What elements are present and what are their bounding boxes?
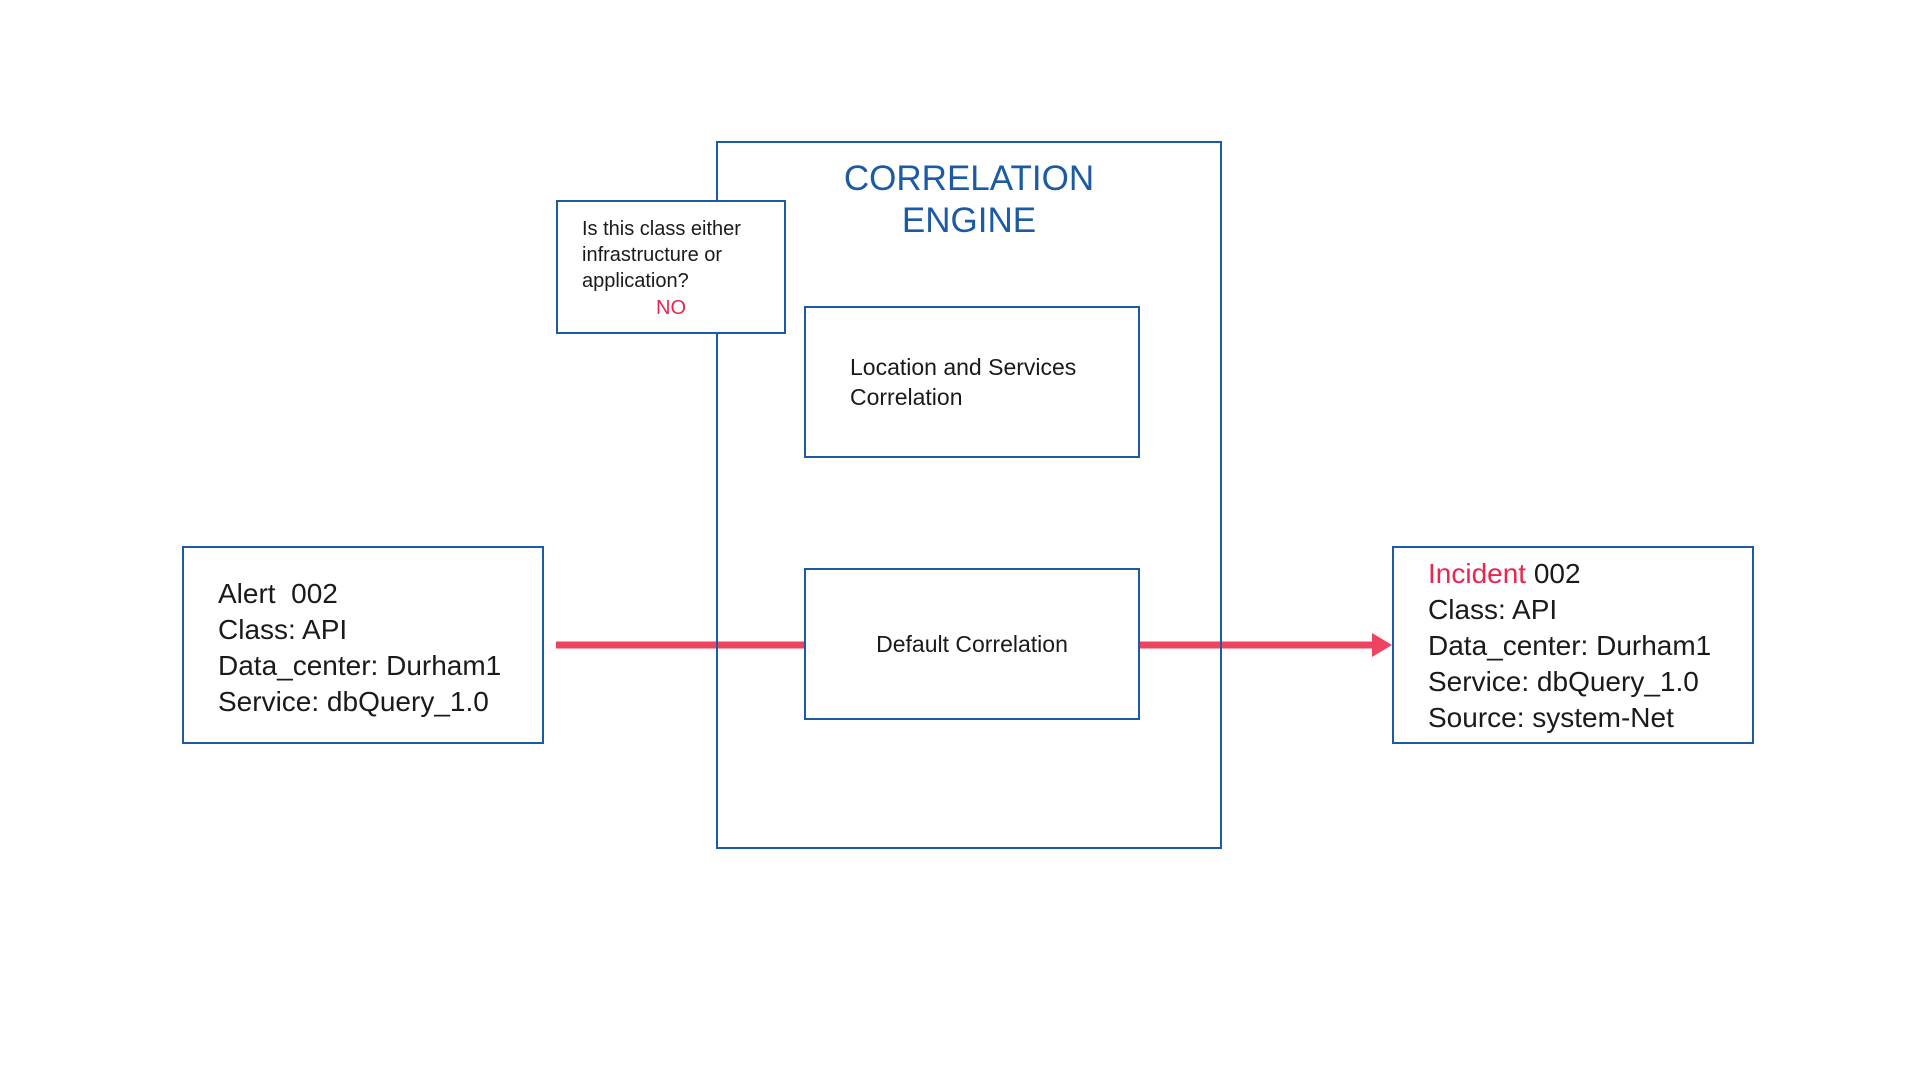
engine-title-line1: CORRELATION xyxy=(843,159,1095,198)
incident-class: Class: API xyxy=(1428,594,1558,625)
location-services-correlation-box: Location and Services Correlation xyxy=(804,306,1140,458)
alert-class: Class: API xyxy=(218,614,348,645)
default-correlation-label: Default Correlation xyxy=(876,630,1068,657)
correlation-engine-box xyxy=(716,141,1222,849)
alert-service: Service: dbQuery_1.0 xyxy=(218,686,489,717)
incident-title-word: Incident xyxy=(1428,558,1527,589)
incident-box: Incident 002 Class: API Data_center: Dur… xyxy=(1392,546,1754,744)
alert-data-center: Data_center: Durham1 xyxy=(218,650,502,681)
location-services-correlation-label: Location and Services Correlation xyxy=(850,354,1077,410)
incident-service: Service: dbQuery_1.0 xyxy=(1428,666,1699,697)
alert-title: Alert 002 xyxy=(218,578,338,609)
incident-title: Incident 002 xyxy=(1428,556,1752,592)
incident-title-id: 002 xyxy=(1526,558,1581,589)
default-correlation-box: Default Correlation xyxy=(804,568,1140,720)
question-text: Is this class either infrastructure or a… xyxy=(582,218,741,292)
arrowhead-icon xyxy=(1372,633,1392,657)
engine-title: CORRELATION ENGINE xyxy=(716,158,1222,242)
engine-title-line2: ENGINE xyxy=(901,201,1037,240)
incident-data-center: Data_center: Durham1 xyxy=(1428,630,1712,661)
alert-box: Alert 002 Class: API Data_center: Durham… xyxy=(182,546,544,744)
class-question-box: Is this class either infrastructure or a… xyxy=(556,200,786,334)
incident-source: Source: system-Net xyxy=(1428,702,1674,733)
question-answer: NO xyxy=(656,297,686,319)
